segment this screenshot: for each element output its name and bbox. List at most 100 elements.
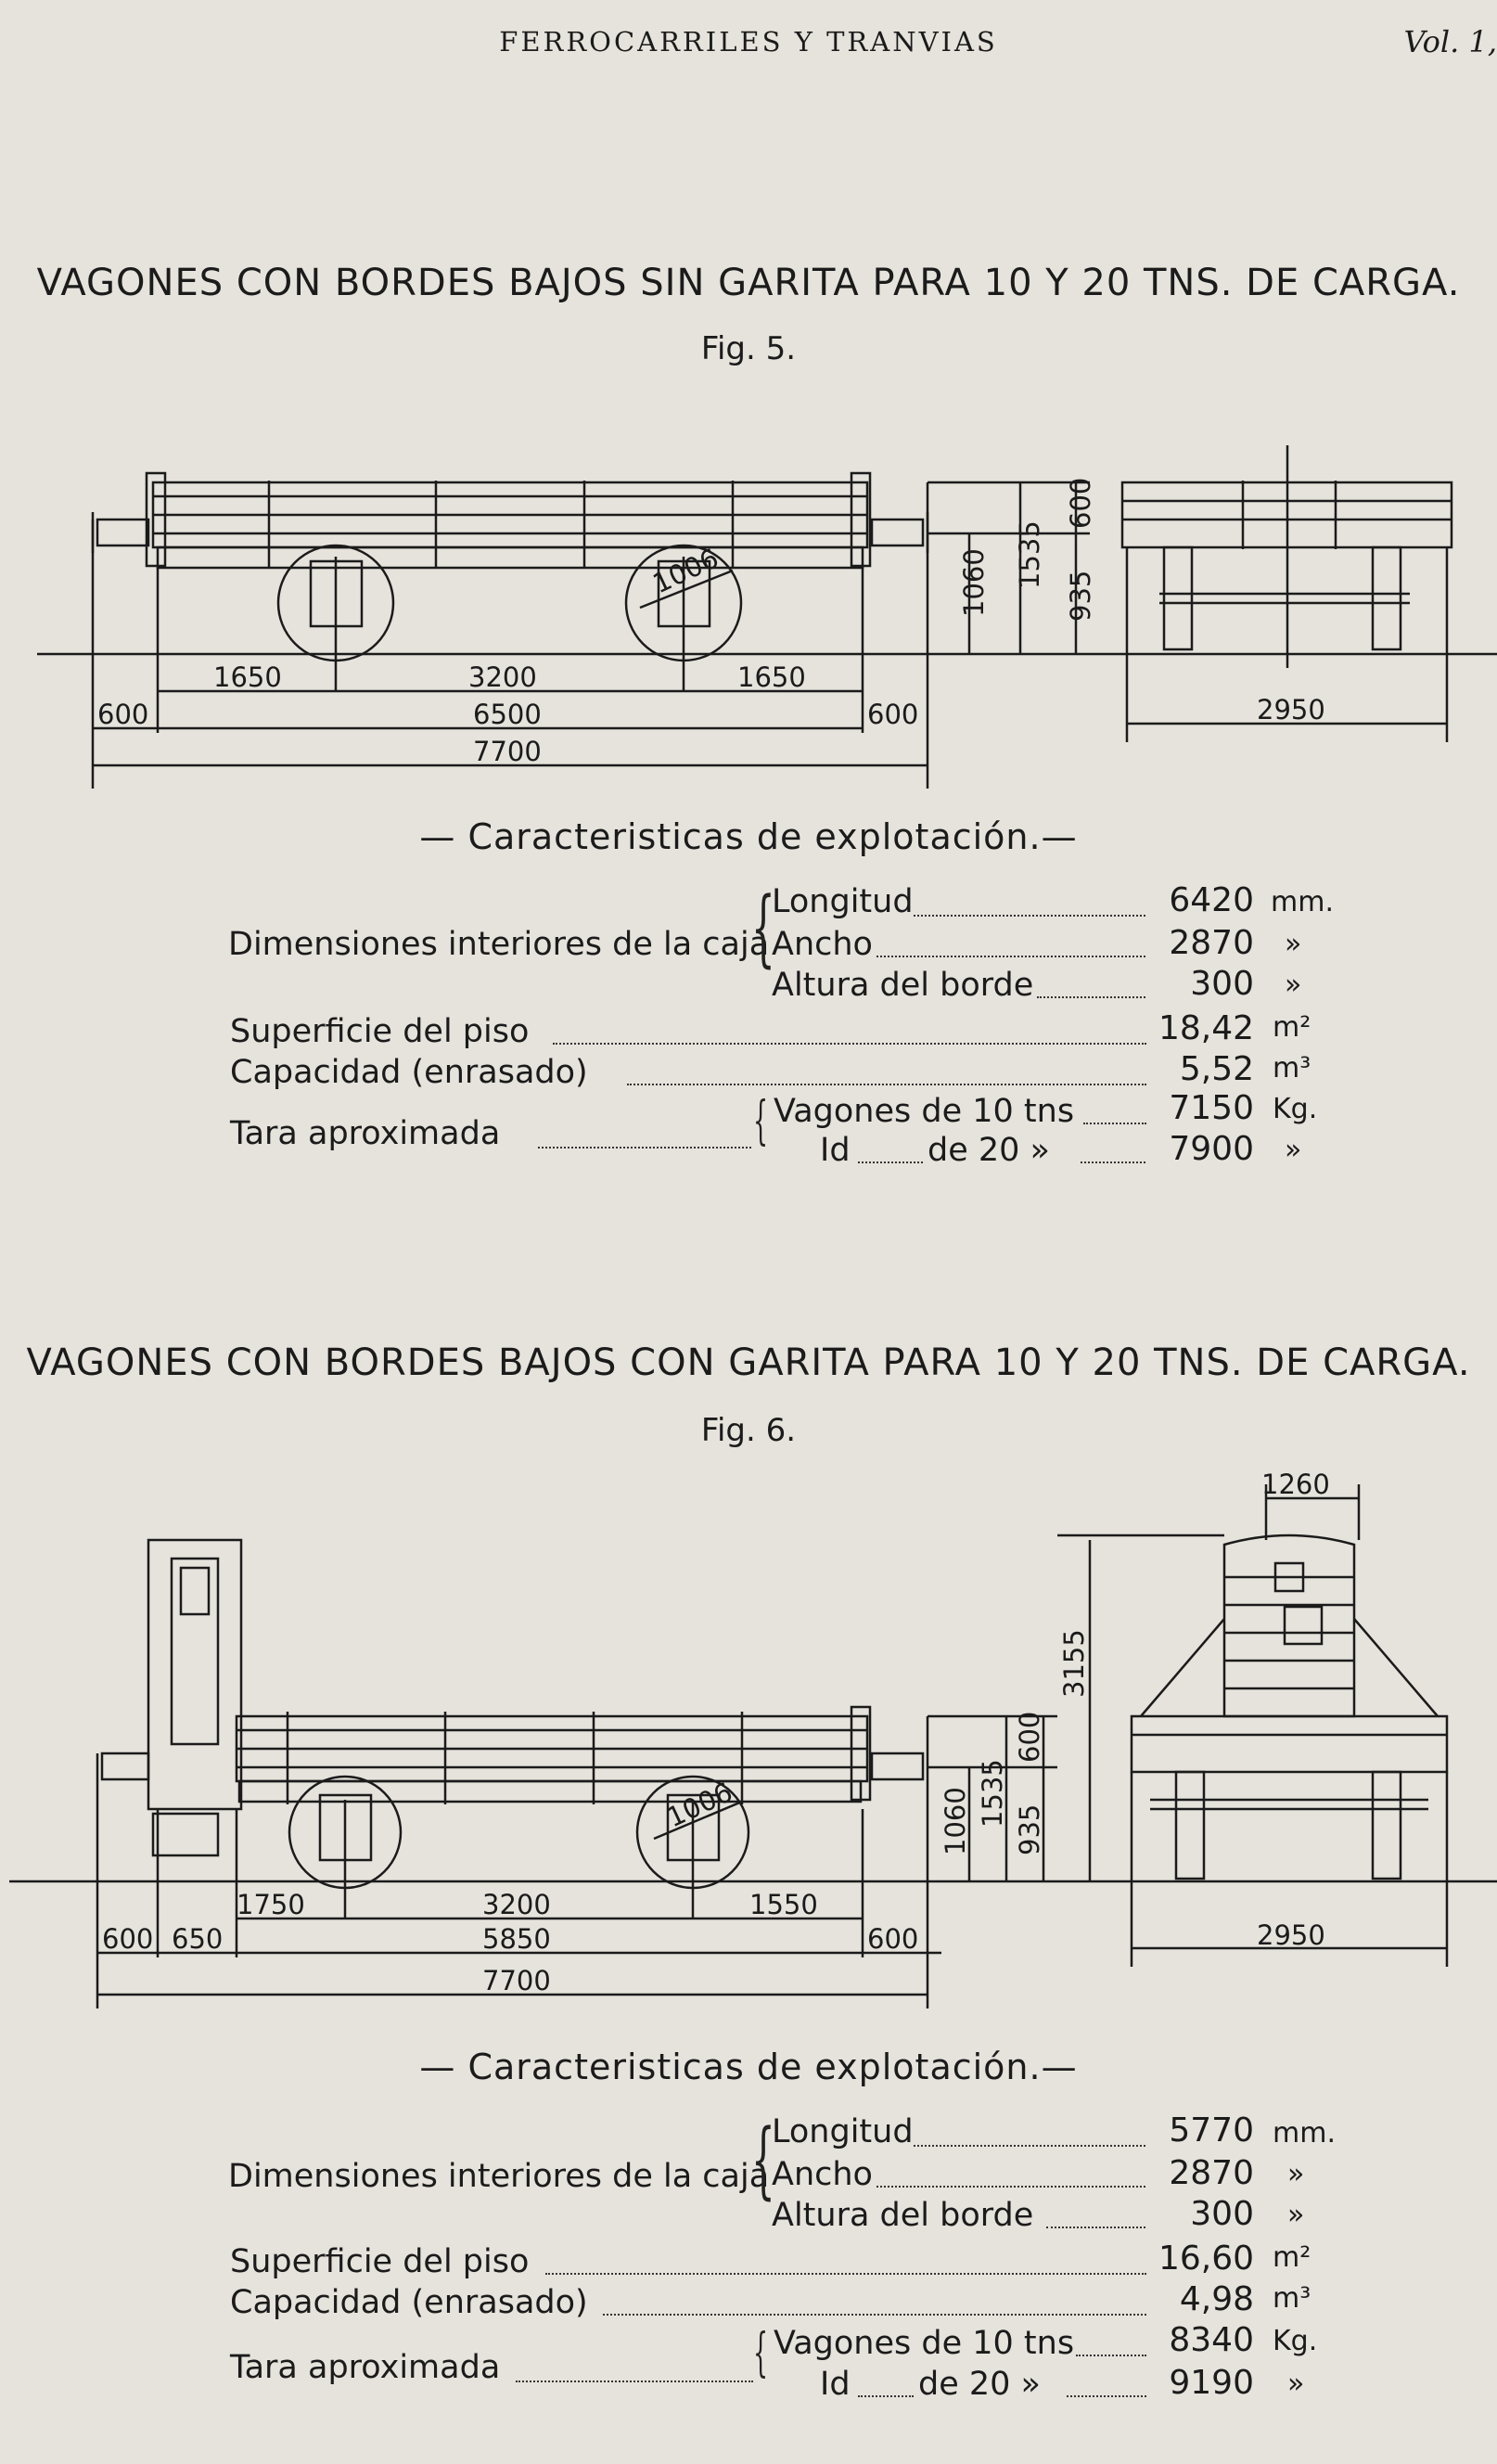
garita-end: [1222, 1534, 1356, 1718]
fig5-tara20-label: de 20 »: [928, 1132, 1050, 1169]
fig5-tara20-value: 7900: [1169, 1130, 1254, 1168]
brace-icon: {: [753, 2323, 769, 2383]
dim-600-right: 600: [867, 699, 918, 730]
fig5-caption: Fig. 5.: [700, 330, 797, 367]
fig5-superficie-unit: m²: [1273, 1011, 1311, 1044]
fig5-tara10-unit: Kg.: [1273, 1093, 1318, 1125]
fig5-tara10-value: 7150: [1169, 1089, 1254, 1127]
fig5-superficie-label: Superficie del piso: [230, 1013, 530, 1050]
fig6-dim-group-label: Dimensiones interiores de la caja: [228, 2158, 770, 2195]
leader-dots: [538, 1147, 751, 1149]
dim-935: 935: [1014, 1804, 1045, 1855]
dim-1650-left: 1650: [213, 661, 282, 693]
garita-side: [147, 1538, 243, 1811]
fig6-tara10-unit: Kg.: [1273, 2325, 1318, 2357]
fig5-altura-label: Altura del borde: [772, 967, 1034, 1004]
leader-dots: [545, 2273, 1146, 2275]
fig6-altura-unit: »: [1287, 2199, 1305, 2231]
fig6-superficie-unit: m²: [1273, 2241, 1311, 2274]
fig6-altura-label: Altura del borde: [772, 2197, 1034, 2234]
fig5-ancho-unit: »: [1285, 928, 1302, 960]
leader-dots: [1037, 996, 1145, 998]
leader-dots: [1083, 1123, 1146, 1124]
dim-7700: 7700: [473, 736, 542, 767]
dim-1060: 1060: [940, 1787, 971, 1855]
leader-dots: [858, 1161, 923, 1163]
leader-dots: [914, 2145, 1145, 2147]
fig5-title: VAGONES CON BORDES BAJOS SIN GARITA PARA…: [36, 262, 1461, 304]
dim-wheel-1006: 1006: [662, 1776, 737, 1833]
leader-dots: [553, 1043, 1146, 1045]
fig5-tara10-label: Vagones de 10 tns: [774, 1093, 1075, 1130]
dim-6500: 6500: [473, 699, 542, 730]
fig6-ancho-label: Ancho: [772, 2156, 873, 2193]
dim-600-left: 600: [102, 1923, 153, 1955]
fig5-capacidad-unit: m³: [1273, 1052, 1311, 1084]
fig6-longitud-unit: mm.: [1273, 2117, 1336, 2150]
brace-icon: {: [753, 1091, 769, 1151]
fig5-longitud-value: 6420: [1169, 881, 1254, 919]
leader-dots: [1046, 2227, 1145, 2228]
fig5-dim-group-label: Dimensiones interiores de la caja: [228, 926, 770, 963]
fig6-tara20-value: 9190: [1169, 2364, 1254, 2402]
dim-2950: 2950: [1257, 1919, 1325, 1951]
dim-600-vertical: 600: [1014, 1712, 1045, 1763]
dim-1550: 1550: [749, 1889, 818, 1920]
fig5-altura-value: 300: [1190, 965, 1254, 1003]
fig6-ancho-unit: »: [1287, 2158, 1305, 2190]
dim-600-vertical: 600: [1065, 478, 1096, 529]
brace-icon: {: [751, 2111, 775, 2209]
dim-5850: 5850: [482, 1923, 551, 1955]
dim-1750: 1750: [237, 1889, 305, 1920]
fig6-capacidad-unit: m³: [1273, 2282, 1311, 2315]
fig6-longitud-label: Longitud: [772, 2113, 914, 2150]
fig5-ancho-value: 2870: [1169, 924, 1254, 962]
leader-dots: [858, 2395, 914, 2397]
fig5-capacidad-value: 5,52: [1179, 1050, 1254, 1088]
fig6-tara-label: Tara aproximada: [230, 2349, 501, 2386]
fig6-title: VAGONES CON BORDES BAJOS CON GARITA PARA…: [26, 1341, 1471, 1384]
dim-1060: 1060: [958, 548, 990, 617]
fig6-caption: Fig. 6.: [700, 1412, 797, 1449]
fig6-characteristics-heading: — Caracteristicas de explotación.—: [419, 2047, 1078, 2087]
dim-1650-right: 1650: [737, 661, 806, 693]
dim-3155: 3155: [1058, 1629, 1090, 1698]
fig5-ancho-label: Ancho: [772, 926, 873, 963]
fig6-superficie-value: 16,60: [1158, 2239, 1254, 2278]
dim-1535: 1535: [977, 1759, 1008, 1828]
fig6-tara20-id: Id: [820, 2366, 851, 2403]
dim-3200: 3200: [482, 1889, 551, 1920]
dim-1535: 1535: [1014, 520, 1045, 589]
fig5-superficie-value: 18,42: [1158, 1009, 1254, 1047]
fig6-tara20-label: de 20 »: [918, 2366, 1041, 2403]
dim-2950: 2950: [1257, 694, 1325, 725]
fig6-capacidad-value: 4,98: [1179, 2280, 1254, 2318]
leader-dots: [627, 1084, 1146, 1085]
fig6-tara20-unit: »: [1287, 2368, 1305, 2400]
fig6-capacidad-label: Capacidad (enrasado): [230, 2284, 588, 2321]
dim-7700: 7700: [482, 1965, 551, 1996]
leader-dots: [603, 2314, 1146, 2316]
leader-dots: [876, 2186, 1145, 2188]
leader-dots: [1081, 1161, 1145, 1163]
fig6-altura-value: 300: [1190, 2195, 1254, 2233]
dim-650: 650: [172, 1923, 223, 1955]
dim-1260: 1260: [1261, 1469, 1330, 1500]
fig6-superficie-label: Superficie del piso: [230, 2243, 530, 2280]
volume-label: Vol. 1,: [1403, 24, 1497, 59]
leader-dots: [516, 2381, 753, 2382]
dim-935: 935: [1065, 571, 1096, 622]
fig5-drawing: 600 1650 3200 1650 6500 600 7700 1006 10…: [37, 445, 1497, 789]
leader-dots: [1067, 2395, 1146, 2397]
fig6-tara10-label: Vagones de 10 tns: [774, 2325, 1075, 2362]
fig6-tara10-value: 8340: [1169, 2321, 1254, 2359]
fig5-characteristics-heading: — Caracteristicas de explotación.—: [419, 816, 1078, 857]
fig6-longitud-value: 5770: [1169, 2111, 1254, 2150]
dim-600-right: 600: [867, 1923, 918, 1955]
fig5-longitud-label: Longitud: [772, 883, 914, 920]
leader-dots: [876, 956, 1145, 957]
fig5-capacidad-label: Capacidad (enrasado): [230, 1054, 588, 1091]
fig5-altura-unit: »: [1285, 969, 1302, 1001]
dim-3200: 3200: [468, 661, 537, 693]
fig5-tara-label: Tara aproximada: [230, 1115, 501, 1152]
